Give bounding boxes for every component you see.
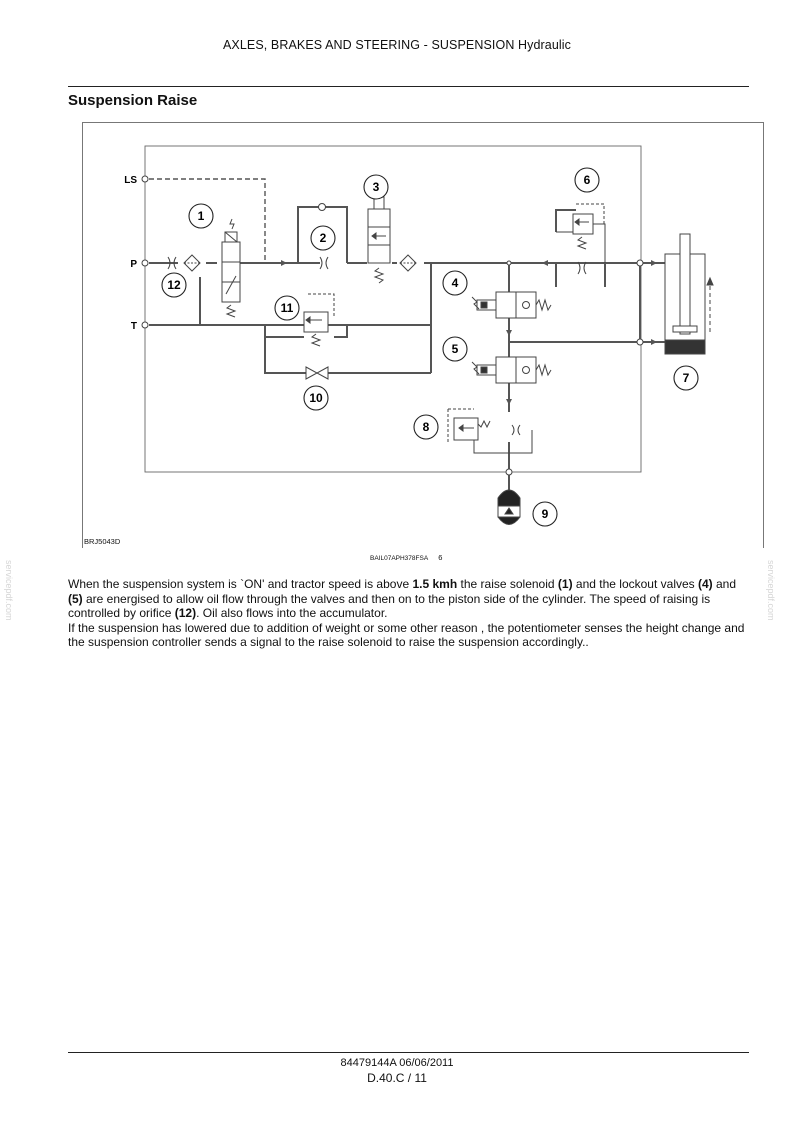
figure-caption-code: BAIL07APH378FSA bbox=[370, 555, 429, 562]
callout-3: 3 bbox=[373, 180, 380, 194]
body-text: When the suspension system is `ON' and t… bbox=[68, 577, 750, 650]
figure-reference-label: BRJ5043D bbox=[84, 537, 121, 546]
port-label-t: T bbox=[131, 321, 137, 332]
watermark-left: servicepdf.com bbox=[4, 560, 14, 621]
paragraph-raise-conditions: When the suspension system is `ON' and t… bbox=[68, 577, 737, 621]
callout-5: 5 bbox=[452, 342, 459, 356]
callout-8: 8 bbox=[423, 420, 430, 434]
figure-caption: BAIL07APH378FSA 6 bbox=[370, 553, 442, 562]
port-label-p: P bbox=[130, 259, 137, 270]
section-title: Suspension Raise bbox=[68, 92, 198, 109]
ls-pilot-line bbox=[149, 178, 266, 263]
callout-2: 2 bbox=[320, 231, 327, 245]
callout-9: 9 bbox=[542, 507, 549, 521]
header-title: AXLES, BRAKES AND STEERING - SUSPENSION … bbox=[222, 38, 572, 52]
callout-1: 1 bbox=[198, 209, 205, 223]
callout-10: 10 bbox=[309, 391, 323, 405]
paragraph-height-correction: If the suspension has lowered due to add… bbox=[68, 620, 745, 650]
callout-6: 6 bbox=[584, 173, 591, 187]
footer-document-code: 84479144A 06/06/2011 bbox=[340, 1057, 454, 1069]
watermark-right: servicepdf.com bbox=[766, 560, 776, 621]
header-rule bbox=[68, 86, 749, 87]
hydraulic-schematic: LS P T 1 2 3 4 5 6 7 8 9 10 11 12 bbox=[124, 145, 714, 527]
figure-caption-number: 6 bbox=[438, 553, 443, 562]
port-label-ls: LS bbox=[124, 175, 137, 186]
figure-frame bbox=[82, 122, 764, 548]
callout-4: 4 bbox=[452, 276, 459, 290]
callout-7: 7 bbox=[683, 371, 690, 385]
callout-12: 12 bbox=[167, 278, 181, 292]
callout-11: 11 bbox=[281, 301, 294, 315]
footer-page-number: D.40.C / 11 bbox=[367, 1071, 427, 1085]
footer-rule bbox=[68, 1052, 749, 1053]
